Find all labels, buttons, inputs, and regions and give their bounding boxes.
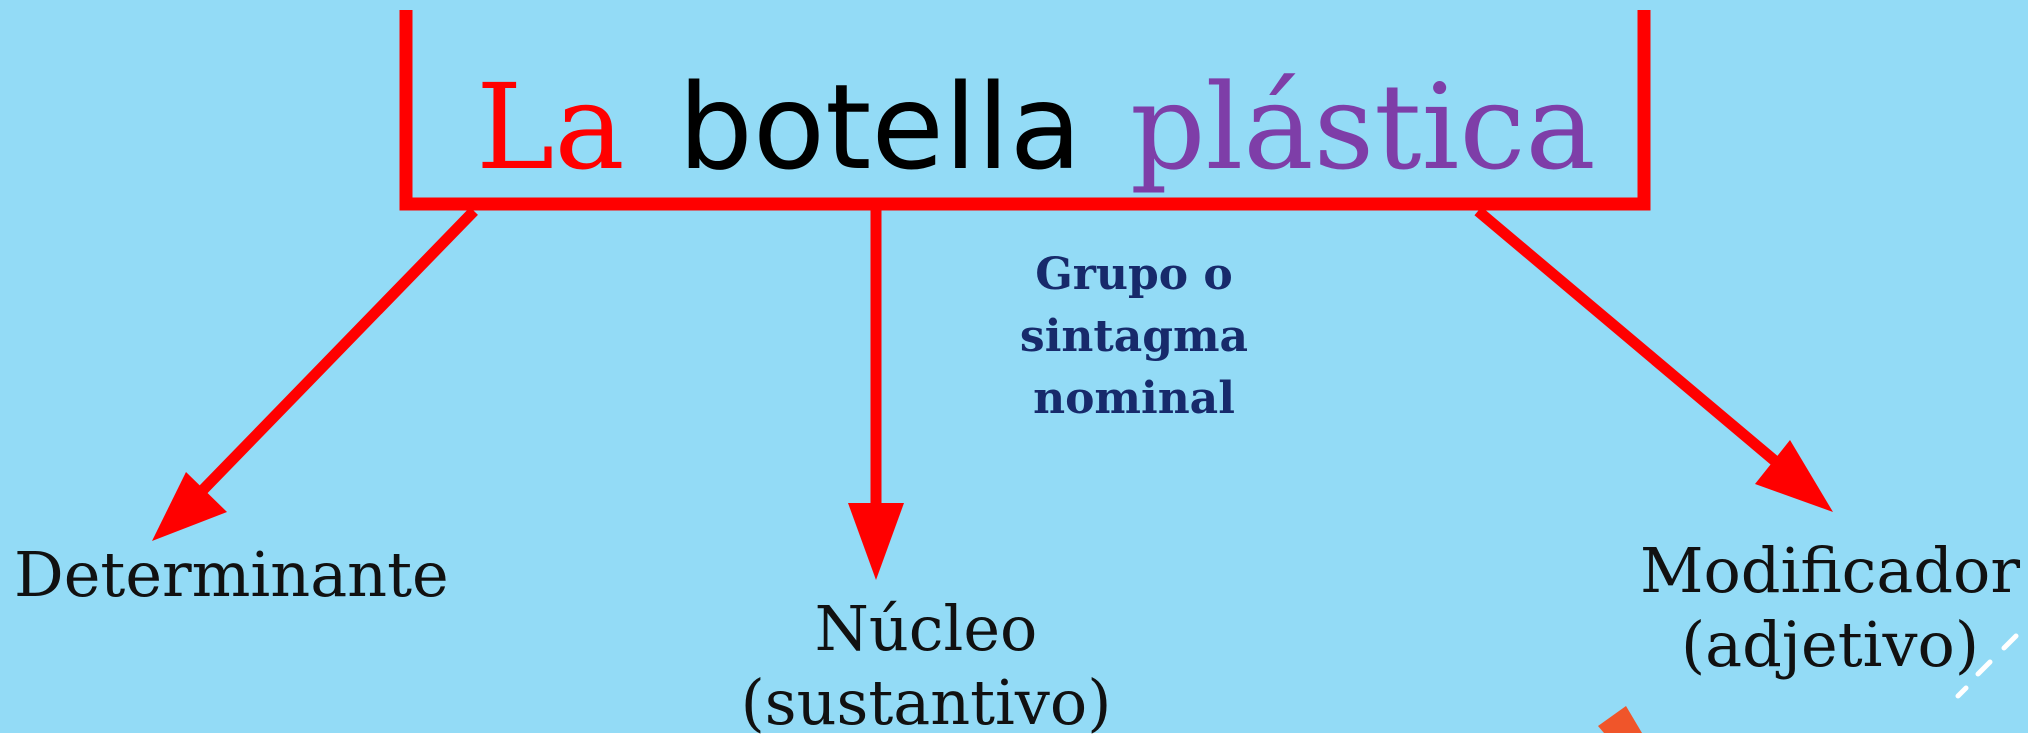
role-nucleo-label: Núcleo [814,592,1038,665]
phrase-adjective: plástica [1130,58,1596,196]
confetti-icon [1598,633,2019,733]
role-modificador-label: Modificador [1640,534,2021,607]
arrow-icon [848,210,904,580]
phrase-noun: botella [678,58,1082,196]
role-modificador-sublabel: (adjetivo) [1680,608,1980,681]
role-determinante: Determinante [14,538,449,612]
group-label-line: nominal [1033,373,1235,424]
role-modificador: Modificador (adjetivo) [1640,534,2020,682]
phrase-article: La [476,58,625,196]
arrow-icon [152,207,478,541]
group-label-line: Grupo o [1035,249,1233,300]
role-nucleo: Núcleo (sustantivo) [736,592,1116,740]
phrase-bracket [399,10,1651,211]
group-label-line: sintagma [1019,311,1249,362]
role-determinante-label: Determinante [14,538,449,611]
group-label: Grupo o sintagma nominal [1004,244,1264,430]
arrow-icon [1474,206,1833,512]
role-nucleo-sublabel: (sustantivo) [740,666,1112,739]
